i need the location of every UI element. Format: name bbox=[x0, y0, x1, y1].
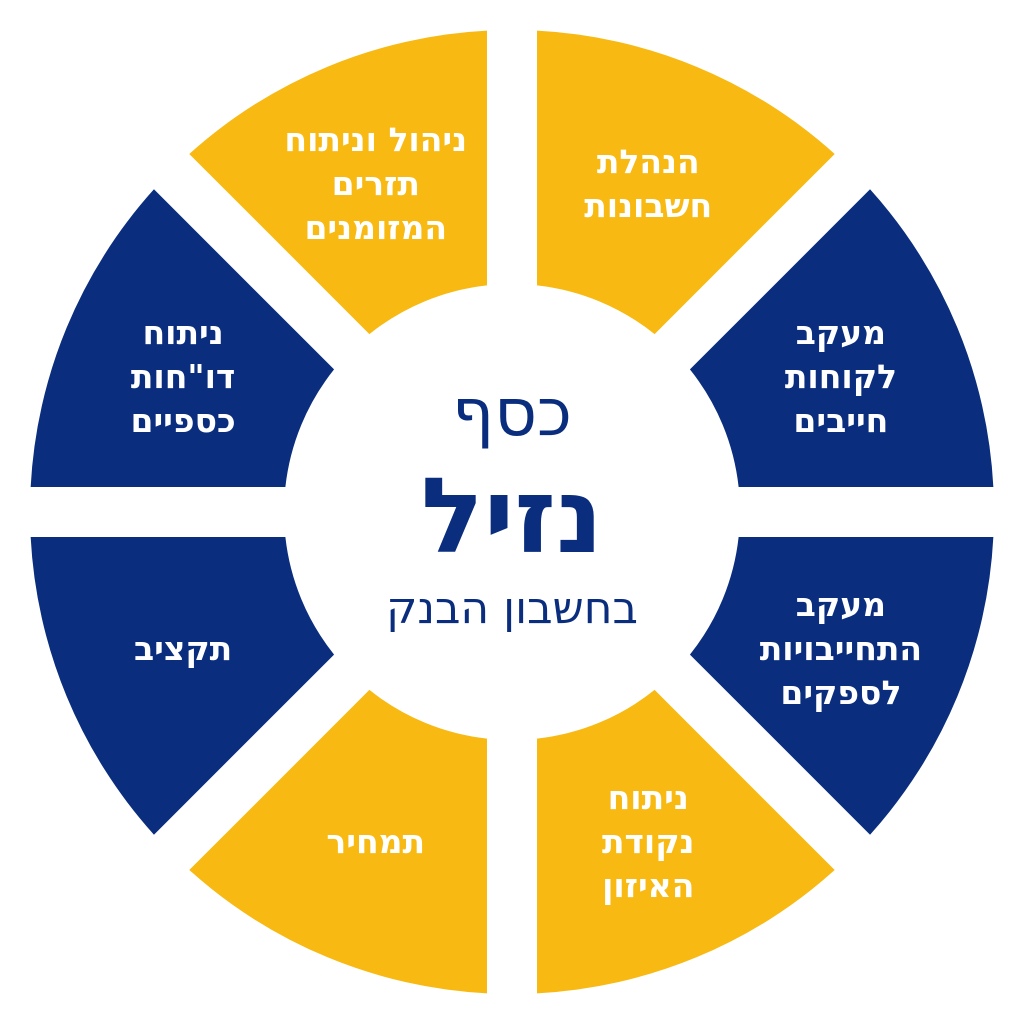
segment-4 bbox=[537, 689, 835, 994]
segment-label-line: חשבונות bbox=[584, 186, 712, 225]
segment-3 bbox=[689, 537, 994, 835]
center-title-line2: נזיל bbox=[421, 455, 603, 577]
center-title-line1: כסף bbox=[452, 374, 572, 451]
segment-5 bbox=[189, 689, 487, 994]
segment-label-3: מעקב התחייבויות לספקים bbox=[760, 585, 922, 712]
segment-label-5: תמחיר bbox=[326, 822, 425, 861]
segment-label-line: נקודת bbox=[602, 822, 695, 861]
segment-label-line: תקציב bbox=[134, 629, 232, 668]
segment-label-7: ניתוח דו"חות כספיים bbox=[130, 313, 235, 440]
segment-label-line: ניתוח bbox=[142, 313, 223, 352]
segment-label-line: תמחיר bbox=[326, 822, 425, 861]
segment-6 bbox=[30, 537, 335, 835]
segment-1 bbox=[537, 30, 835, 335]
segment-label-line: האיזון bbox=[602, 866, 694, 905]
segment-label-2: מעקב לקוחות חייבים bbox=[785, 313, 897, 440]
segment-label-line: לקוחות bbox=[785, 357, 897, 396]
segment-label-line: כספיים bbox=[130, 401, 235, 440]
wheel-segments: הנהלת חשבונות מעקב לקוחות חייבים מעקב התחייבוי… bbox=[30, 30, 994, 994]
segment-label-line: דו"חות bbox=[131, 357, 235, 396]
segment-label-4: ניתוח נקודת האיזון bbox=[602, 778, 695, 905]
segment-label-line: הנהלת bbox=[597, 142, 700, 181]
segment-label-6: תקציב bbox=[134, 629, 232, 668]
segment-label-line: מעקב bbox=[796, 313, 886, 352]
segment-7 bbox=[30, 189, 335, 487]
segment-label-line: מעקב bbox=[796, 585, 886, 624]
segment-label-8: ניהול וניתוח תזרים המזומנים bbox=[284, 120, 467, 247]
segment-label-line: ניתוח bbox=[608, 778, 689, 817]
center-title-line3: בחשבון הבנק bbox=[386, 583, 638, 634]
segment-label-line: חייבים bbox=[793, 401, 888, 440]
center-hub: כסף נזיל בחשבון הבנק bbox=[386, 374, 638, 634]
segment-label-line: תזרים bbox=[332, 164, 420, 203]
segment-label-1: הנהלת חשבונות bbox=[584, 142, 712, 225]
segment-8 bbox=[189, 30, 487, 335]
segment-label-line: לספקים bbox=[780, 673, 901, 712]
segment-label-line: ניהול וניתוח bbox=[284, 120, 467, 159]
segment-label-line: המזומנים bbox=[304, 208, 447, 247]
segment-label-line: התחייבויות bbox=[760, 629, 922, 668]
segment-2 bbox=[689, 189, 994, 487]
